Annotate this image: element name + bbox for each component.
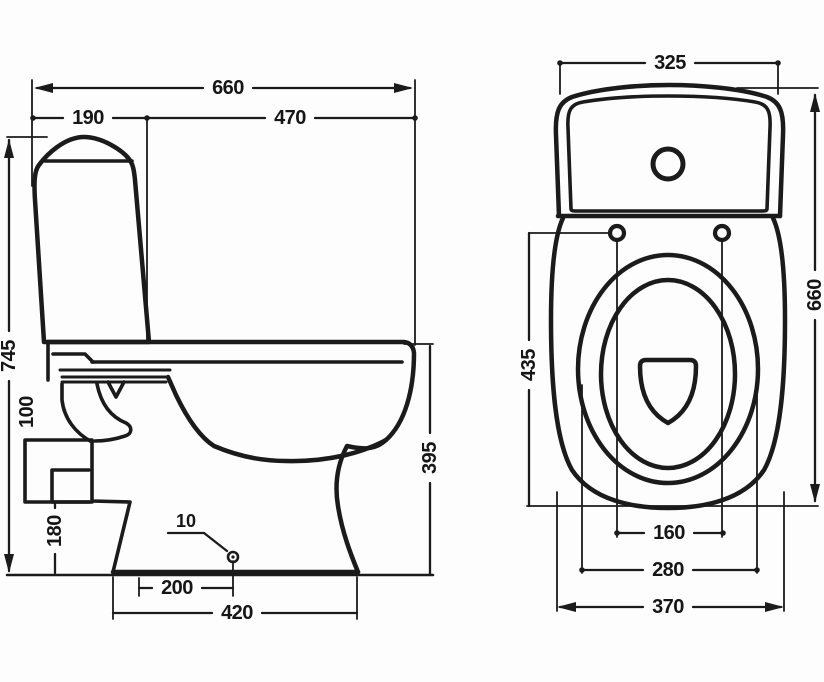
bowl-top-outline [548, 215, 788, 511]
dim-base-width-label: 370 [652, 596, 684, 618]
dim-trap-height-label: 100 [16, 396, 38, 428]
dim-rim-height: 395 [419, 344, 441, 576]
dim-inlet-height: 180 [44, 501, 66, 575]
dim-width-total-label: 660 [212, 77, 244, 99]
dim-total-length-arrow-up [810, 93, 820, 112]
dim-split-tick-3 [412, 115, 418, 121]
top-extension-lines [526, 62, 819, 612]
dim-height-total-arrow-up [4, 139, 14, 158]
dim-cistern-width-tick-left [557, 60, 563, 66]
water-area-shape [637, 357, 699, 426]
dim-seat-length: 435 [518, 231, 540, 508]
dim-hinge-spacing-tick-right [720, 530, 726, 536]
dim-seat-width-tick-left [579, 567, 585, 573]
seat-back-step-line [51, 352, 95, 364]
dim-hinge-spacing-label: 160 [653, 522, 685, 544]
dim-seat-width-label: 280 [652, 559, 684, 581]
trap-right-curve [93, 382, 133, 443]
dim-cistern-width: 325 [557, 52, 781, 74]
bowl-underside-curve [165, 374, 389, 464]
supply-box-inner [50, 468, 91, 504]
side-view: 660 190 470 745 100 180 395 [0, 77, 441, 624]
dim-total-length-label: 660 [804, 279, 824, 311]
dim-hole-offset-label: 200 [161, 577, 193, 599]
dim-cistern-width-tick-right [775, 60, 781, 66]
dim-height-total-label: 745 [0, 340, 20, 372]
dim-hinge-spacing-tick-left [614, 530, 620, 536]
dim-width-total-arrow-right [394, 83, 413, 93]
hinge-bolt-right [712, 223, 732, 243]
hinge-plate-lines [60, 375, 170, 384]
dim-total-length-arrow-down [810, 484, 820, 503]
dim-base-width-arrow-right [765, 602, 784, 612]
seat-outer-oval [575, 252, 761, 486]
dim-base-width-arrow-left [557, 602, 576, 612]
dim-split-tick-1 [30, 115, 36, 121]
dim-cistern-width-label: 325 [654, 52, 686, 74]
dim-base-depth: 420 [111, 602, 359, 624]
fixing-hole-center-dot [231, 555, 235, 559]
hinge-bolt-left [607, 223, 627, 243]
dim-inlet-height-label: 180 [44, 515, 66, 547]
flush-button-circle [650, 146, 686, 182]
dim-seat-width-tick-right [754, 567, 760, 573]
dim-width-total: 660 [34, 77, 413, 99]
dim-rim-height-label: 395 [419, 442, 441, 474]
dim-cistern-depth-label: 190 [72, 107, 104, 129]
dim-hole-offset: 200 [137, 577, 235, 599]
dim-hinge-spacing: 160 [614, 522, 726, 544]
dim-seat-depth-label: 470 [274, 107, 306, 129]
seat-inner-oval [598, 277, 738, 471]
fixing-hole-circle [226, 550, 240, 564]
dim-base-depth-label: 420 [221, 602, 253, 624]
pedestal-back-outline [90, 440, 132, 574]
hinge-pin-v [106, 380, 126, 399]
cistern-side-outline [32, 134, 152, 345]
top-view: 325 660 435 160 280 [518, 52, 824, 618]
fixing-hole-label: 10 [176, 511, 196, 531]
cistern-lid-outline [566, 94, 772, 213]
fixing-hole-callout: 10 [166, 511, 240, 564]
dim-cistern-seat-split: 190 470 [30, 107, 418, 129]
dim-seat-width: 280 [579, 559, 760, 581]
dim-total-length: 660 [804, 93, 824, 503]
fixing-hole-leader [166, 531, 229, 553]
cistern-top-outline [553, 82, 786, 219]
trap-left-curve [60, 382, 94, 444]
dim-seat-length-label: 435 [518, 349, 540, 381]
dim-width-total-arrow-left [34, 83, 53, 93]
dim-height-total: 745 [0, 138, 20, 573]
dim-split-tick-2 [144, 115, 150, 121]
dim-base-width: 370 [557, 596, 784, 618]
dim-height-total-arrow-down [4, 554, 14, 573]
